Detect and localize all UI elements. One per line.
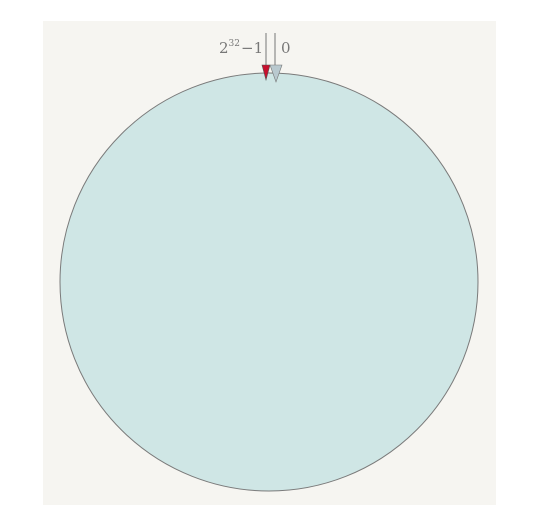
max-value-marker-triangle [261,64,271,82]
hash-ring-circle [59,72,479,492]
max-value-suffix: −1 [241,39,263,57]
max-value-exponent: 32 [229,39,240,49]
zero-marker-triangle [269,64,283,83]
max-value-label: 232−1 [219,39,263,57]
zero-label: 0 [281,39,291,57]
max-value-base: 2 [219,39,229,57]
